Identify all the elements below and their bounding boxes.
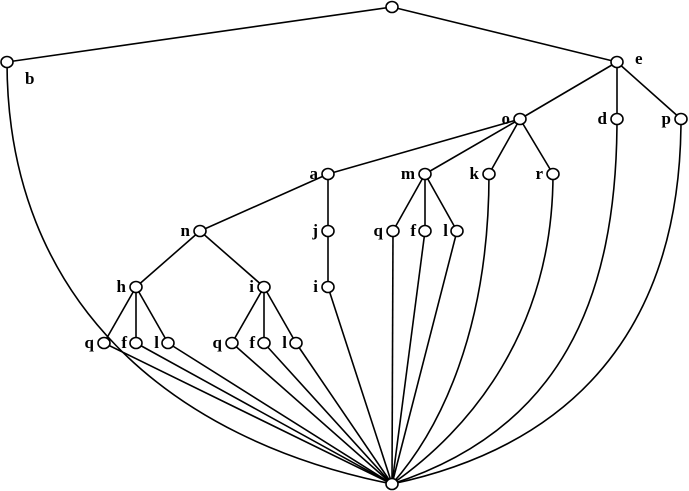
edge-ni-iq — [231, 286, 265, 344]
node-mf — [418, 224, 432, 238]
node-r — [546, 167, 560, 181]
node-j — [321, 224, 335, 238]
node-a — [321, 167, 335, 181]
edge-iq-bottom — [231, 342, 393, 485]
node-label-hl: l — [154, 333, 159, 352]
node-o — [513, 112, 527, 126]
node-n — [193, 224, 207, 238]
edge-hq-bottom — [103, 342, 393, 485]
node-k — [482, 167, 496, 181]
node-label-p: p — [662, 109, 671, 128]
edge-mq-bottom — [391, 230, 394, 485]
diagram-edges — [6, 6, 682, 485]
node-label-b: b — [25, 69, 34, 88]
edge-hf-bottom — [135, 342, 393, 485]
node-ji — [321, 280, 335, 294]
node-label-h: h — [117, 277, 127, 296]
edge-h-hl — [135, 286, 169, 344]
edge-r-bottom — [391, 173, 554, 485]
node-d — [610, 112, 624, 126]
node-label-k: k — [470, 164, 480, 183]
node-ni — [257, 280, 271, 294]
edge-mf-bottom — [391, 230, 426, 485]
node-label-iq: q — [213, 333, 223, 352]
node-label-mf: f — [410, 221, 416, 240]
node-top — [385, 0, 399, 14]
edge-o-k — [488, 118, 521, 175]
edge-h-hq — [103, 286, 137, 344]
node-p — [674, 112, 688, 126]
node-label-hf: f — [121, 333, 127, 352]
node-label-il: l — [282, 333, 287, 352]
node-iq — [225, 336, 239, 350]
diagram-labels: b e o d p a m k r n j q f l h i i q f l q f l — [25, 49, 671, 352]
node-label-d: d — [598, 109, 608, 128]
node-hq — [97, 336, 111, 350]
node-h — [129, 280, 143, 294]
node-label-hq: q — [85, 333, 95, 352]
edge-o-r — [519, 118, 554, 175]
node-label-m: m — [401, 164, 415, 183]
edge-a-n — [199, 173, 329, 232]
node-bottom — [385, 477, 399, 491]
edge-n-h — [135, 230, 201, 288]
node-label-ji: i — [313, 277, 318, 296]
edge-o-a — [327, 118, 521, 175]
edge-e-o — [519, 61, 618, 120]
edge-d-bottom — [391, 118, 618, 485]
node-hl — [161, 336, 175, 350]
node-label-if: f — [249, 333, 255, 352]
node-e — [610, 55, 624, 69]
node-label-o: o — [502, 109, 511, 128]
edge-top-b — [6, 6, 393, 63]
node-label-mq: q — [374, 221, 384, 240]
edge-p-bottom — [391, 118, 682, 485]
edge-b-bottom — [6, 61, 393, 485]
node-label-j: j — [311, 221, 318, 240]
node-label-n: n — [181, 221, 191, 240]
node-label-e: e — [635, 49, 643, 68]
edge-if-bottom — [263, 342, 393, 485]
edge-o-m — [424, 118, 521, 175]
node-mq — [386, 224, 400, 238]
edge-e-p — [616, 61, 682, 120]
edge-il-bottom — [295, 342, 393, 485]
edge-m-ml — [424, 173, 458, 232]
node-m — [418, 167, 432, 181]
node-label-ml: l — [443, 221, 448, 240]
node-label-ni: i — [249, 277, 254, 296]
edge-ml-bottom — [391, 230, 458, 485]
edge-n-ni — [199, 230, 265, 288]
edge-ji-bottom — [327, 286, 393, 485]
node-if — [257, 336, 271, 350]
edge-top-e — [391, 6, 618, 63]
node-hf — [129, 336, 143, 350]
node-b — [0, 55, 14, 69]
node-ml — [450, 224, 464, 238]
edge-k-bottom — [391, 173, 490, 485]
edge-hl-bottom — [167, 342, 393, 485]
edge-ni-il — [263, 286, 297, 344]
node-label-a: a — [310, 164, 319, 183]
edge-m-mq — [392, 173, 426, 232]
node-il — [289, 336, 303, 350]
node-label-r: r — [535, 164, 543, 183]
